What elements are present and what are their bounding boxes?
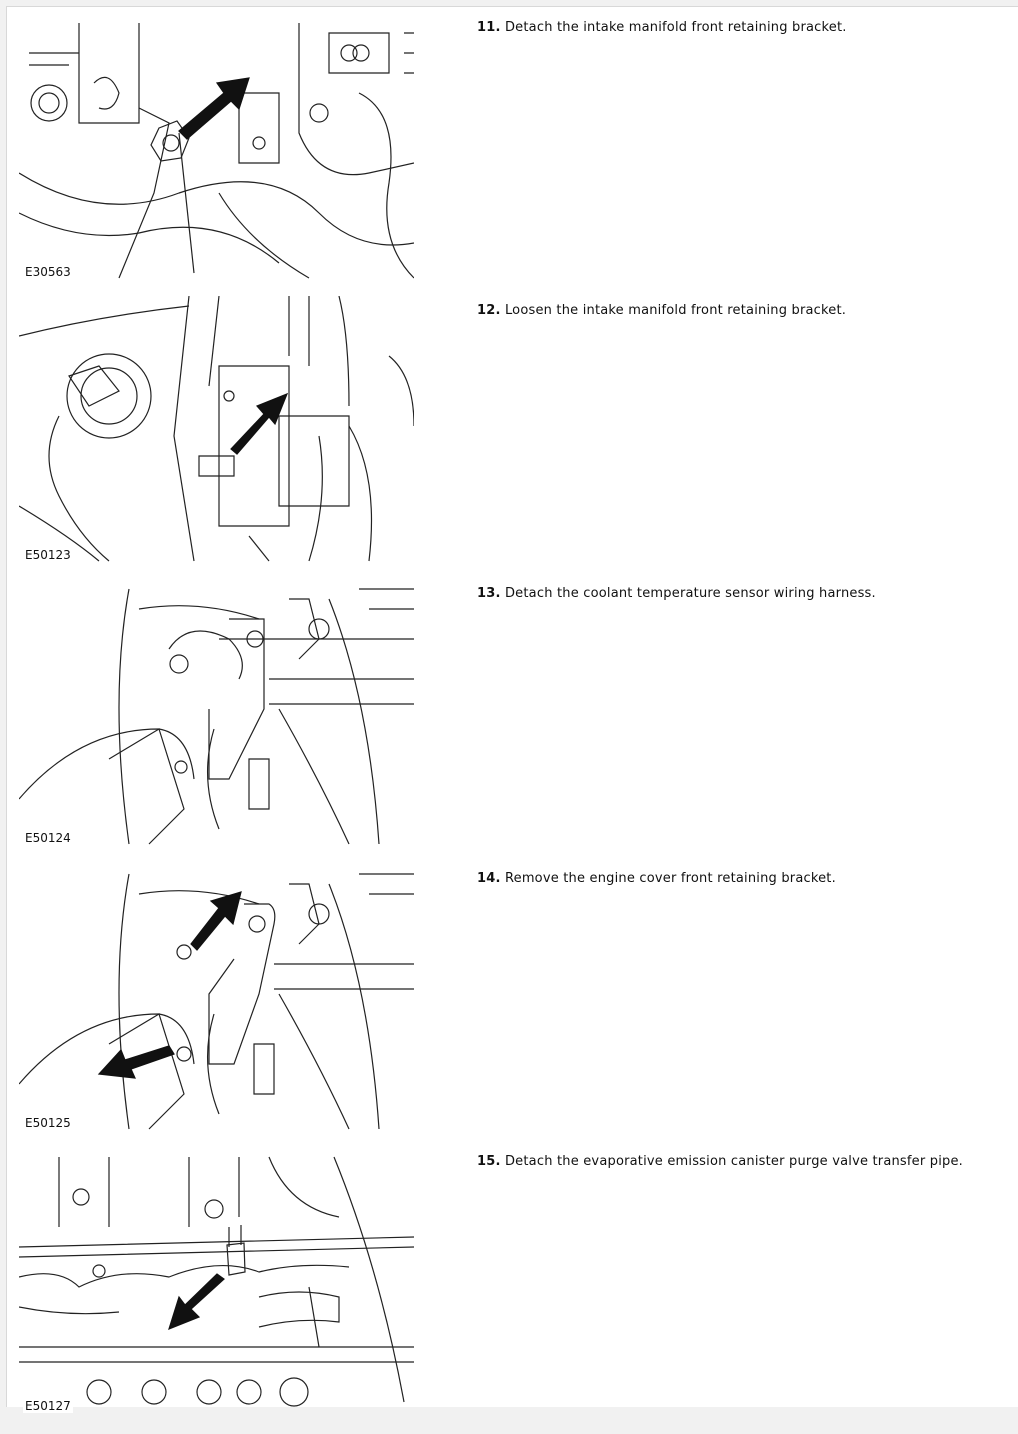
illustration-e50123: E50123 [19,296,414,566]
step-text: 13. Detach the coolant temperature senso… [477,586,1012,601]
step-number: 14. [477,871,501,886]
step-instruction: Detach the coolant temperature sensor wi… [500,586,876,601]
illustration-e30563: E30563 [19,13,414,283]
step-text: 11. Detach the intake manifold front ret… [477,20,1012,35]
step-15: E50127 15. Detach the evaporative emissi… [7,1147,1018,1430]
manual-page: E30563 11. Detach the intake manifold fr… [6,6,1018,1413]
step-instruction: Detach the intake manifold front retaini… [500,20,847,35]
step-number: 15. [477,1154,501,1169]
figure-code: E50127 [23,1399,73,1413]
figure-code: E30563 [23,265,73,279]
step-text: 12. Loosen the intake manifold front ret… [477,303,1012,318]
figure-code: E50125 [23,1116,73,1130]
step-text: 14. Remove the engine cover front retain… [477,871,1012,886]
step-instruction: Loosen the intake manifold front retaini… [500,303,847,318]
step-14: E50125 14. Remove the engine cover front… [7,864,1018,1147]
step-12: E50123 12. Loosen the intake manifold fr… [7,296,1018,579]
illustration-e50125: E50125 [19,864,414,1134]
step-instruction: Remove the engine cover front retaining … [500,871,836,886]
illustration-e50124: E50124 [19,579,414,849]
step-number: 11. [477,20,501,35]
step-13: E50124 13. Detach the coolant temperatur… [7,579,1018,862]
step-number: 13. [477,586,501,601]
step-number: 12. [477,303,501,318]
step-text: 15. Detach the evaporative emission cani… [477,1154,1012,1169]
illustration-e50127: E50127 [19,1147,414,1417]
figure-code: E50124 [23,831,73,845]
step-instruction: Detach the evaporative emission canister… [500,1154,964,1169]
step-11: E30563 11. Detach the intake manifold fr… [7,13,1018,296]
figure-code: E50123 [23,548,73,562]
